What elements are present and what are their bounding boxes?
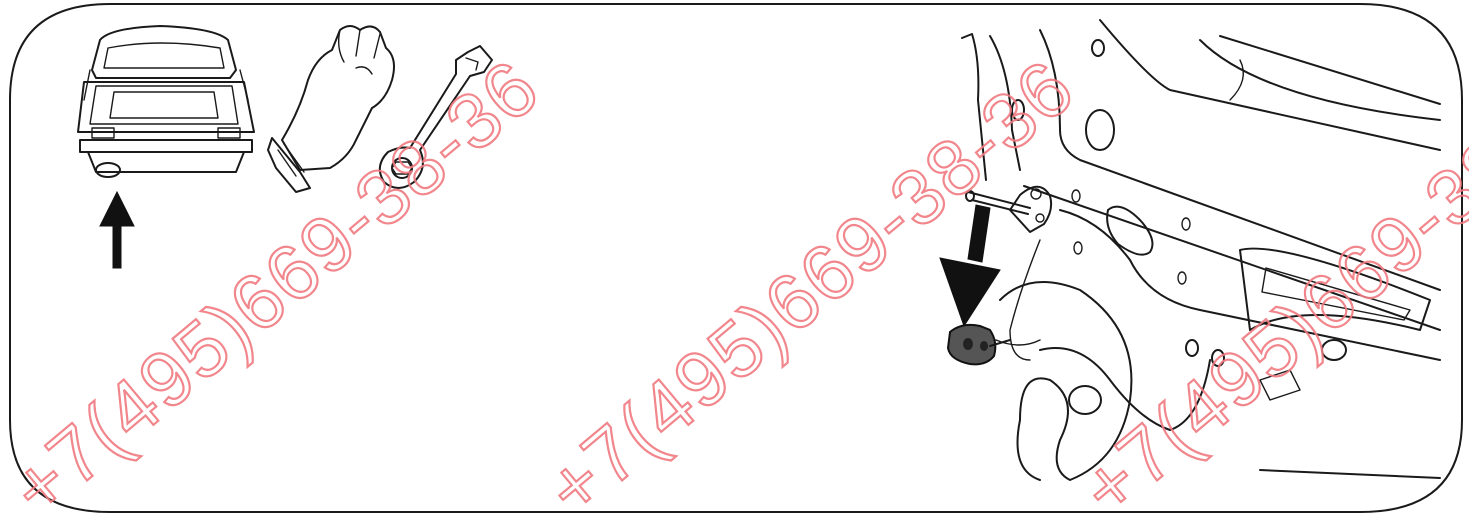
rubber-hanger-icon — [948, 325, 1010, 364]
svg-text:+7(495)669-38-36: +7(495)669-38-36 — [529, 42, 1090, 517]
car-rear-icon — [78, 26, 254, 177]
svg-text:+7(495)669-38-36: +7(495)669-38-36 — [0, 42, 555, 517]
panel-frame — [10, 4, 1462, 512]
watermark: +7(495)669-38-36 +7(495)669-38-36 +7(495… — [0, 42, 1469, 517]
up-arrow-icon — [100, 192, 134, 268]
svg-text:+7(495)669-38-36: +7(495)669-38-36 — [1064, 42, 1469, 517]
